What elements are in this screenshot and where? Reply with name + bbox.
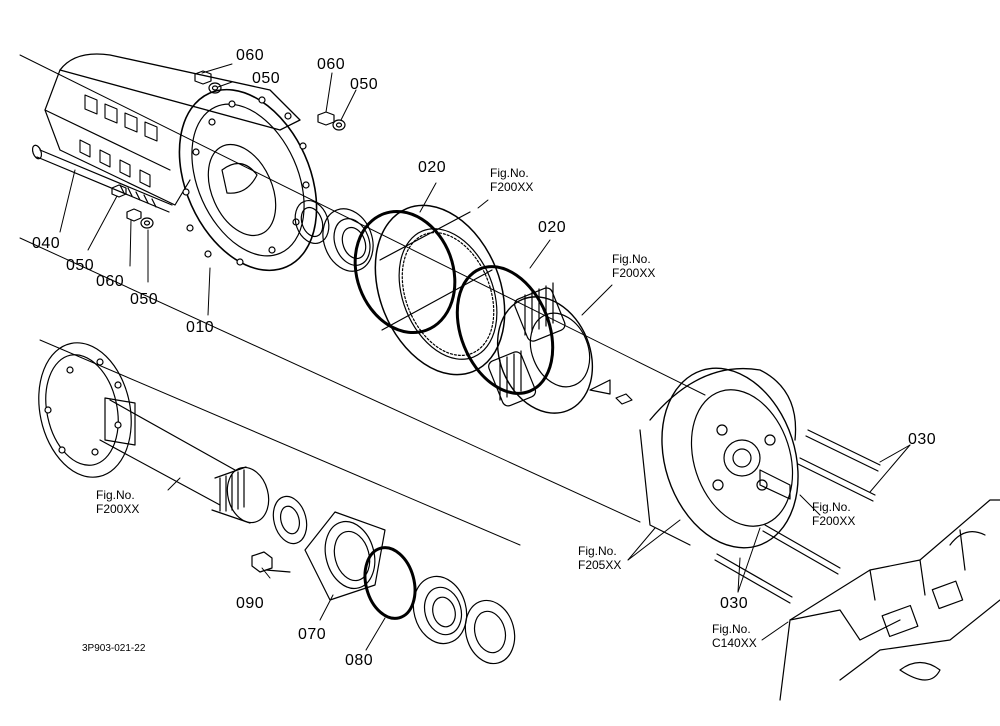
fig-ref-number: F200XX (96, 502, 140, 516)
axle-hub (38, 342, 236, 506)
planet-carrier (488, 282, 633, 414)
callout-030-upper: 030 (908, 431, 937, 448)
o-ring-020-large (353, 209, 457, 335)
fig-ref-label: Fig.No. (812, 500, 851, 514)
callout-020-b: 020 (538, 219, 567, 236)
leader-lines (59, 63, 911, 651)
fig-ref-number: F200XX (812, 514, 856, 528)
transmission-case (779, 499, 1000, 701)
o-ring-080 (363, 546, 417, 620)
callout-010: 010 (186, 319, 215, 336)
fig-ref-number: F200XX (612, 266, 656, 280)
callout-030-lower: 030 (720, 595, 749, 612)
callout-050-lower: 050 (130, 291, 159, 308)
callout-070: 070 (298, 626, 327, 643)
callout-060-left: 060 (96, 273, 125, 290)
long-bolt-040 (31, 144, 173, 213)
callout-050-top: 050 (252, 70, 281, 87)
fig-ref-number: F200XX (490, 180, 534, 194)
callout-050-left: 050 (66, 257, 95, 274)
axle-spline (211, 466, 270, 524)
fig-ref-pinion: Fig.No. F200XX (812, 500, 855, 528)
fig-ref-planet-carrier: Fig.No. F200XX (612, 252, 655, 280)
studs-030 (714, 429, 881, 604)
final-drive-case (639, 367, 799, 549)
fig-ref-axle: Fig.No. F200XX (96, 488, 139, 516)
fig-ref-ring-gear: Fig.No. F200XX (490, 166, 533, 194)
nuts-and-washers (111, 70, 346, 229)
callout-090: 090 (236, 595, 265, 612)
assembly-axis-lines (19, 54, 706, 546)
callout-050-right: 050 (350, 76, 379, 93)
fig-ref-label: Fig.No. (712, 622, 751, 636)
fig-ref-label: Fig.No. (578, 544, 617, 558)
fig-ref-number: C140XX (712, 636, 757, 650)
fig-ref-number: F205XX (578, 558, 622, 572)
fig-ref-label: Fig.No. (612, 252, 651, 266)
fig-ref-label: Fig.No. (96, 488, 135, 502)
fig-ref-transmission: Fig.No. C140XX (712, 622, 757, 650)
callout-060-top: 060 (236, 47, 265, 64)
callout-020-a: 020 (418, 159, 447, 176)
washer-and-retainer-070 (272, 495, 386, 601)
callout-040: 040 (32, 235, 61, 252)
seal-and-bearing-upper (294, 200, 374, 272)
fig-ref-label: Fig.No. (490, 166, 529, 180)
o-ring-020-small (455, 265, 555, 395)
callout-080: 080 (345, 652, 374, 669)
fig-ref-case: Fig.No. F205XX (578, 544, 621, 572)
bearing-and-seal-lower (412, 575, 516, 665)
bolt-090 (251, 551, 291, 573)
drawing-code: 3P903-021-22 (82, 643, 146, 654)
housing-010 (44, 53, 318, 272)
callout-060-right: 060 (317, 56, 346, 73)
